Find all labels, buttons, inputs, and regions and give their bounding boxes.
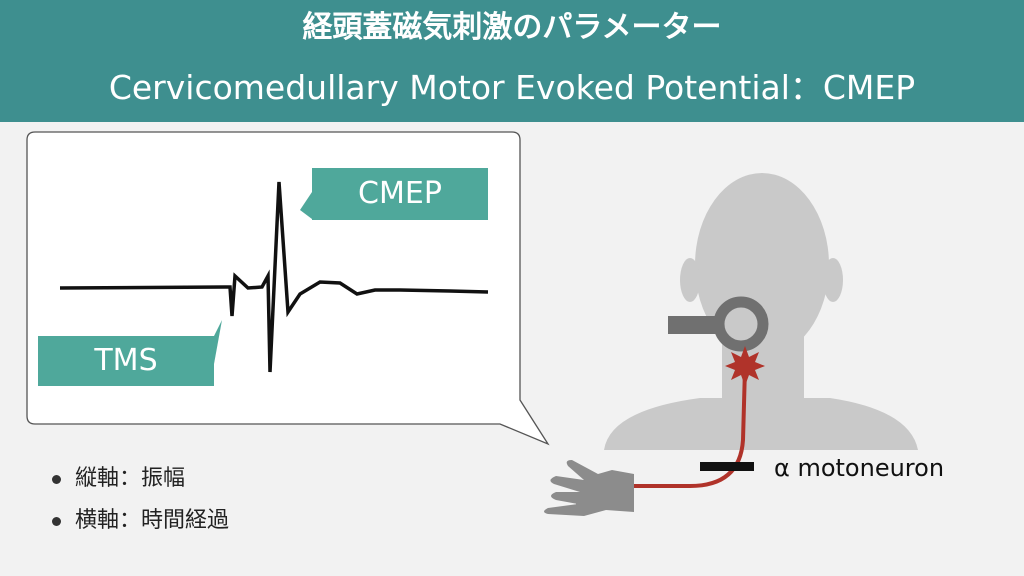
hand-icon	[544, 460, 634, 516]
list-item: 横軸：時間経過	[52, 500, 229, 542]
page-title-en: Cervicomedullary Motor Evoked Potential：…	[108, 68, 916, 107]
bullet-dot-icon	[52, 516, 61, 526]
bullet-text-horizontal: 横軸：時間経過	[75, 508, 230, 533]
bullet-dot-icon	[52, 474, 61, 484]
motoneuron-bar	[700, 462, 754, 471]
waveform-icon	[59, 181, 489, 373]
tms-label: TMS	[38, 336, 214, 386]
bullet-text-vertical: 縦軸：振幅	[75, 466, 186, 491]
list-item: 縦軸：振幅	[52, 458, 229, 500]
bullet-list: 縦軸：振幅 横軸：時間経過	[52, 458, 229, 542]
stimulation-burst-icon	[725, 346, 765, 386]
cmep-label: CMEP	[312, 168, 488, 220]
nerve-line	[630, 367, 747, 488]
cmep-pointer	[300, 192, 312, 219]
header-banner: 経頭蓋磁気刺激のパラメーター Cervicomedullary Motor Ev…	[0, 0, 1024, 122]
magnetic-coil-icon	[668, 296, 769, 352]
page-title-jp: 経頭蓋磁気刺激のパラメーター	[302, 10, 722, 45]
motoneuron-label: α motoneuron	[774, 454, 945, 482]
tms-pointer	[214, 320, 222, 364]
